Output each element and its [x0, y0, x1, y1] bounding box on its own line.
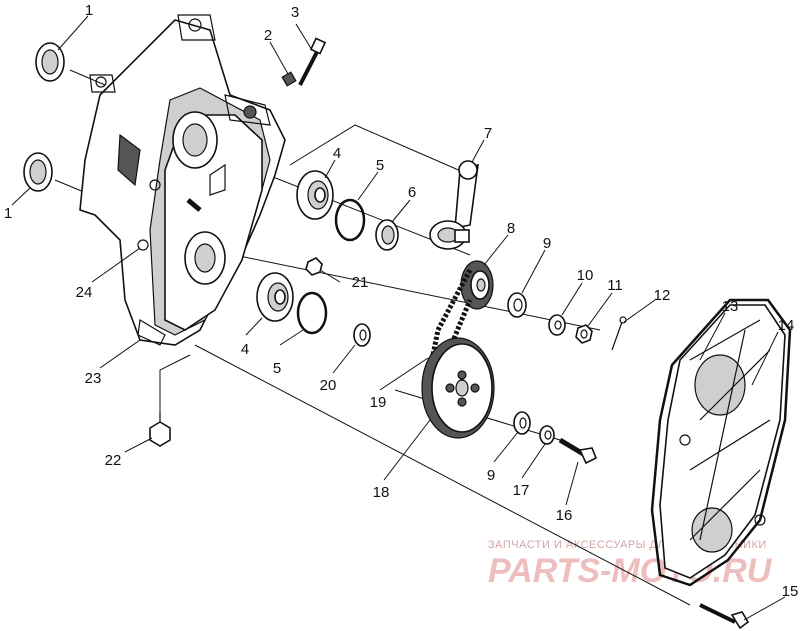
callout-6: 6 [408, 184, 416, 201]
part-24-stud [186, 198, 202, 212]
callout-21: 21 [352, 274, 369, 291]
watermark-logo: PARTS-MOTO.RU [488, 552, 773, 590]
part-10-washer [548, 314, 566, 336]
part-16-bolt [558, 437, 598, 465]
callout-5-lower: 5 [273, 360, 281, 377]
part-21-nut [305, 257, 323, 276]
callout-16: 16 [556, 507, 573, 524]
callout-14: 14 [778, 317, 795, 334]
callout-10: 10 [577, 267, 594, 284]
callout-2: 2 [264, 27, 272, 44]
part-1-seal-upper [35, 42, 65, 82]
part-3-bolt [298, 37, 327, 86]
part-1-seal-lower [23, 152, 53, 192]
callout-9-lower: 9 [487, 467, 495, 484]
callout-12: 12 [654, 287, 671, 304]
callout-11: 11 [607, 277, 623, 294]
part-12-cotter-pin [611, 316, 627, 351]
part-18-lower-sprocket [421, 337, 495, 439]
callout-3: 3 [291, 4, 299, 21]
part-13-gasket [650, 298, 792, 587]
part-7-chain-tensioner [429, 160, 479, 250]
callout-13: 13 [722, 298, 739, 315]
callout-4-lower: 4 [241, 341, 249, 358]
part-19-chain [426, 268, 473, 376]
part-14-chaincase-cover [659, 304, 786, 579]
part-4-bearing-lower [256, 272, 294, 322]
callout-17: 17 [513, 482, 530, 499]
callout-15: 15 [782, 583, 799, 600]
part-22-bolt [149, 412, 171, 447]
callout-22: 22 [105, 452, 122, 469]
part-8-upper-sprocket [460, 260, 494, 310]
callout-23: 23 [85, 370, 102, 387]
part-5-oring-upper [334, 198, 366, 242]
part-6-bushing [375, 219, 399, 251]
callout-18: 18 [373, 484, 390, 501]
callout-1-upper: 1 [85, 2, 93, 19]
leader-lines [11, 15, 786, 621]
callout-labels: 1 1 2 3 4 4 5 5 6 7 8 9 9 10 11 12 13 14… [4, 2, 799, 600]
callout-19: 19 [370, 394, 387, 411]
callout-4-upper: 4 [333, 145, 341, 162]
callout-8: 8 [507, 220, 515, 237]
part-17-washer [539, 425, 555, 445]
callout-7: 7 [484, 125, 492, 142]
part-2-nut [281, 71, 297, 87]
part-5-oring-lower [296, 291, 328, 335]
callout-5-upper: 5 [376, 157, 384, 174]
callout-24: 24 [76, 284, 93, 301]
part-23-chaincase-housing [79, 14, 286, 346]
part-15-bolt [699, 603, 750, 630]
part-4-bearing-upper [296, 170, 334, 220]
part-9-washer-upper [507, 292, 527, 318]
callout-9-upper: 9 [543, 235, 551, 252]
callout-20: 20 [320, 377, 337, 394]
part-9-washer-lower [513, 411, 531, 435]
callout-1-lower: 1 [4, 205, 12, 222]
part-20-washer [353, 323, 371, 347]
part-11-nut [575, 324, 593, 344]
